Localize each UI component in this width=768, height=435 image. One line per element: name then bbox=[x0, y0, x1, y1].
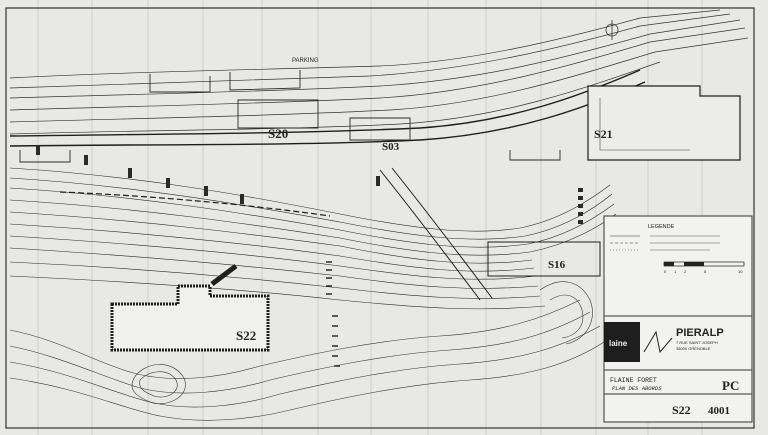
building-s22-label: S22 bbox=[236, 328, 256, 343]
company-logo-text: laine bbox=[609, 339, 628, 348]
building-s21-inner bbox=[599, 98, 690, 151]
upper-structures bbox=[19, 70, 561, 163]
sheet-border bbox=[5, 7, 755, 429]
drawing-title: PLAN DES ABORDS bbox=[612, 385, 662, 392]
scale-number-5: 5 bbox=[704, 269, 707, 274]
company-name: PIERALP bbox=[676, 327, 724, 339]
drawing-number: 4001 bbox=[708, 405, 730, 417]
legend-entries bbox=[610, 235, 720, 251]
scale-bar bbox=[663, 261, 745, 267]
contour-lines-middle bbox=[9, 167, 617, 310]
building-s03-label: S03 bbox=[382, 141, 400, 153]
stair-blocks bbox=[36, 145, 583, 224]
company-logo bbox=[604, 322, 640, 362]
title-block-number bbox=[603, 393, 753, 423]
slope-ticks bbox=[326, 261, 340, 367]
company-address-2: 38000 GRENOBLE bbox=[676, 346, 711, 351]
building-s21-outline bbox=[587, 85, 741, 161]
project-name: FLAINE FORET bbox=[610, 377, 657, 384]
drawing-code: PC bbox=[722, 378, 739, 393]
building-s16-label: S16 bbox=[548, 259, 566, 271]
parking-label: PARKING bbox=[292, 58, 319, 64]
company-address-1: 7 RUE SAINT JOSEPH bbox=[676, 340, 718, 345]
contour-lines-lower bbox=[9, 281, 605, 421]
building-s20-label: S20 bbox=[268, 126, 288, 141]
s22-access-bridge bbox=[210, 264, 238, 286]
legend-title: LEGENDE bbox=[648, 224, 675, 230]
building-s21-label: S21 bbox=[594, 127, 613, 141]
building-s22-outline bbox=[110, 284, 270, 352]
scale-number-0: 0 bbox=[664, 269, 667, 274]
scale-number-10: 10 bbox=[738, 269, 743, 274]
roads bbox=[9, 69, 646, 301]
scale-number-2: 2 bbox=[684, 269, 687, 274]
building-reference: S22 bbox=[672, 403, 691, 417]
company-logo-mark bbox=[643, 330, 673, 354]
scale-number-1: 1 bbox=[674, 269, 677, 274]
contour-lines-upper bbox=[9, 9, 749, 135]
building-s16-outline bbox=[487, 241, 601, 277]
